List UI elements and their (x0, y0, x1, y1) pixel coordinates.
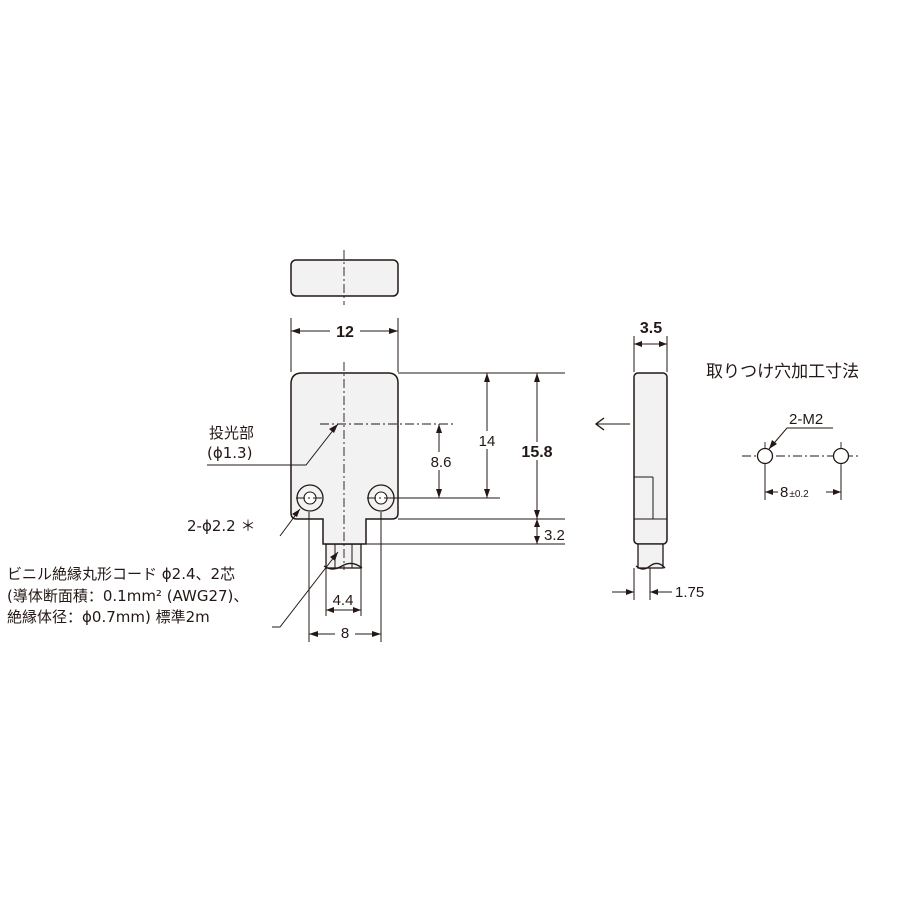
cable-line-3: 絶縁体径：ϕ0.7mm) 標準2m (7, 608, 210, 626)
top-view-body (290, 259, 399, 297)
dim-3-5-label: 3.5 (640, 320, 662, 337)
dim-width-12: 12 (290, 318, 399, 372)
top-view (290, 250, 399, 305)
emitter-size: (ϕ1.3) (207, 444, 252, 462)
hole-callout: 2-ϕ2.2 ＊ (187, 508, 301, 537)
mount-pitch-label: 8±0.2 (780, 484, 809, 501)
cable-line-2: (導体断面積：0.1mm² (AWG27)、 (7, 587, 248, 605)
cord-break (323, 562, 363, 570)
side-view (594, 372, 668, 570)
dim-4-4-label: 4.4 (333, 592, 354, 609)
mount-drill-left (756, 447, 774, 465)
dim-3-2-label: 3.2 (544, 527, 565, 544)
dim-heights: 8.6 14 15.8 3.2 (366, 372, 565, 545)
mounting-title: 取りつけ穴加工寸法 (706, 362, 859, 382)
dim-14-label: 14 (479, 433, 496, 450)
front-view-body (290, 372, 399, 545)
dim-thick-1-75: 1.75 (612, 568, 704, 601)
emitter-callout: 投光部 (ϕ1.3) (207, 423, 339, 466)
hole-spec: 2-ϕ2.2 ＊ (187, 517, 255, 535)
emitter-title: 投光部 (209, 424, 254, 442)
mount-thread-label: 2-M2 (789, 411, 823, 428)
dim-8-6-label: 8.6 (431, 454, 452, 471)
cable-line-1: ビニル絶縁丸形コード ϕ2.4、2芯 (7, 565, 235, 583)
dim-8-label: 8 (341, 625, 349, 642)
mounting-hole-drawing: 取りつけ穴加工寸法 2-M2 8±0.2 (706, 362, 859, 501)
dim-depth-3-5: 3.5 (633, 320, 668, 372)
mount-drill-right (832, 447, 850, 465)
dim-cord: 4.4 8 (308, 512, 382, 642)
cable-callout: ビニル絶縁丸形コード ϕ2.4、2芯 (導体断面積：0.1mm² (AWG27)… (7, 551, 339, 628)
dim-1-75-label: 1.75 (675, 584, 704, 601)
front-view (290, 362, 455, 570)
dim-12-label: 12 (336, 324, 354, 341)
side-view-body (633, 372, 668, 545)
dim-15-8-label: 15.8 (521, 444, 552, 461)
